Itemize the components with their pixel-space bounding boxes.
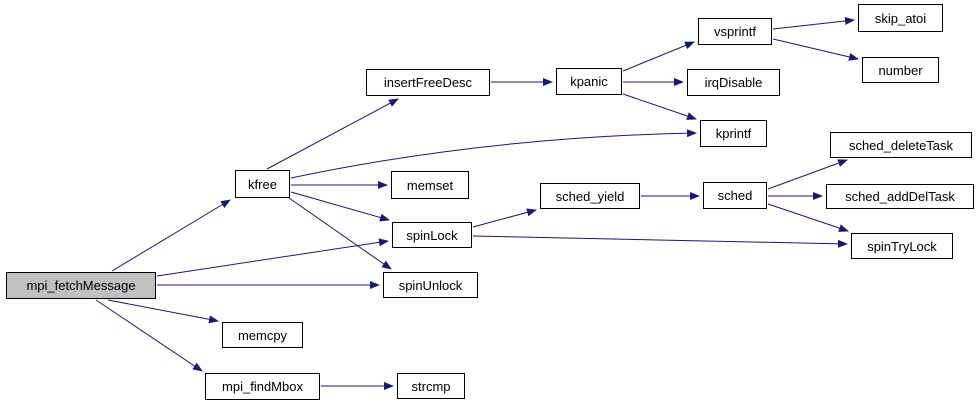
node-irq-disable[interactable]: irqDisable	[687, 69, 780, 96]
node-spin-unlock[interactable]: spinUnlock	[383, 272, 478, 298]
node-number[interactable]: number	[862, 57, 939, 83]
edge-mpi_fetchMessage-to-spinLock	[156, 238, 389, 277]
node-strcmp[interactable]: strcmp	[397, 373, 465, 399]
node-mpi-fetch-message[interactable]: mpi_fetchMessage	[6, 272, 156, 299]
node-memcpy[interactable]: memcpy	[222, 322, 303, 348]
edge-spinLock-to-sched_yield	[472, 208, 537, 228]
edge-sched-to-spinTryLock	[767, 203, 849, 232]
node-kprintf[interactable]: kprintf	[700, 120, 767, 147]
node-vsprintf[interactable]: vsprintf	[698, 18, 772, 45]
node-kpanic[interactable]: kpanic	[556, 68, 622, 95]
node-memset[interactable]: memset	[391, 171, 469, 199]
edge-kfree-to-spinLock	[290, 191, 390, 222]
node-kfree[interactable]: kfree	[235, 170, 290, 198]
edge-kpanic-to-kprintf	[622, 93, 697, 120]
edge-mpi_fetchMessage-to-kfree	[111, 199, 231, 272]
edge-vsprintf-to-skip_atoi	[772, 17, 855, 30]
node-insert-free-desc[interactable]: insertFreeDesc	[366, 69, 490, 96]
edge-sched-to-sched_deleteTask	[767, 159, 848, 190]
node-sched-delete-task[interactable]: sched_deleteTask	[830, 132, 972, 158]
edge-kfree-to-spinUnlock	[288, 197, 392, 270]
edge-spinLock-to-spinTryLock	[472, 235, 848, 248]
edge-mpi_fetchMessage-to-memcpy	[107, 299, 219, 324]
edge-kfree-to-kprintf	[290, 129, 697, 179]
edge-kfree-to-insertFreeDesc	[266, 98, 399, 170]
edge-mpi_fetchMessage-to-mpi_findMbox	[95, 299, 203, 372]
node-spin-lock[interactable]: spinLock	[392, 222, 472, 248]
node-spin-try-lock[interactable]: spinTryLock	[851, 233, 953, 259]
node-sched-yield[interactable]: sched_yield	[540, 183, 640, 209]
node-sched[interactable]: sched	[703, 182, 767, 209]
edge-vsprintf-to-number	[772, 38, 859, 61]
node-mpi-find-mbox[interactable]: mpi_findMbox	[205, 373, 320, 400]
node-skip-atoi[interactable]: skip_atoi	[858, 4, 943, 32]
node-sched-add-del-task[interactable]: sched_addDelTask	[826, 184, 974, 209]
edge-kpanic-to-vsprintf	[622, 41, 695, 72]
